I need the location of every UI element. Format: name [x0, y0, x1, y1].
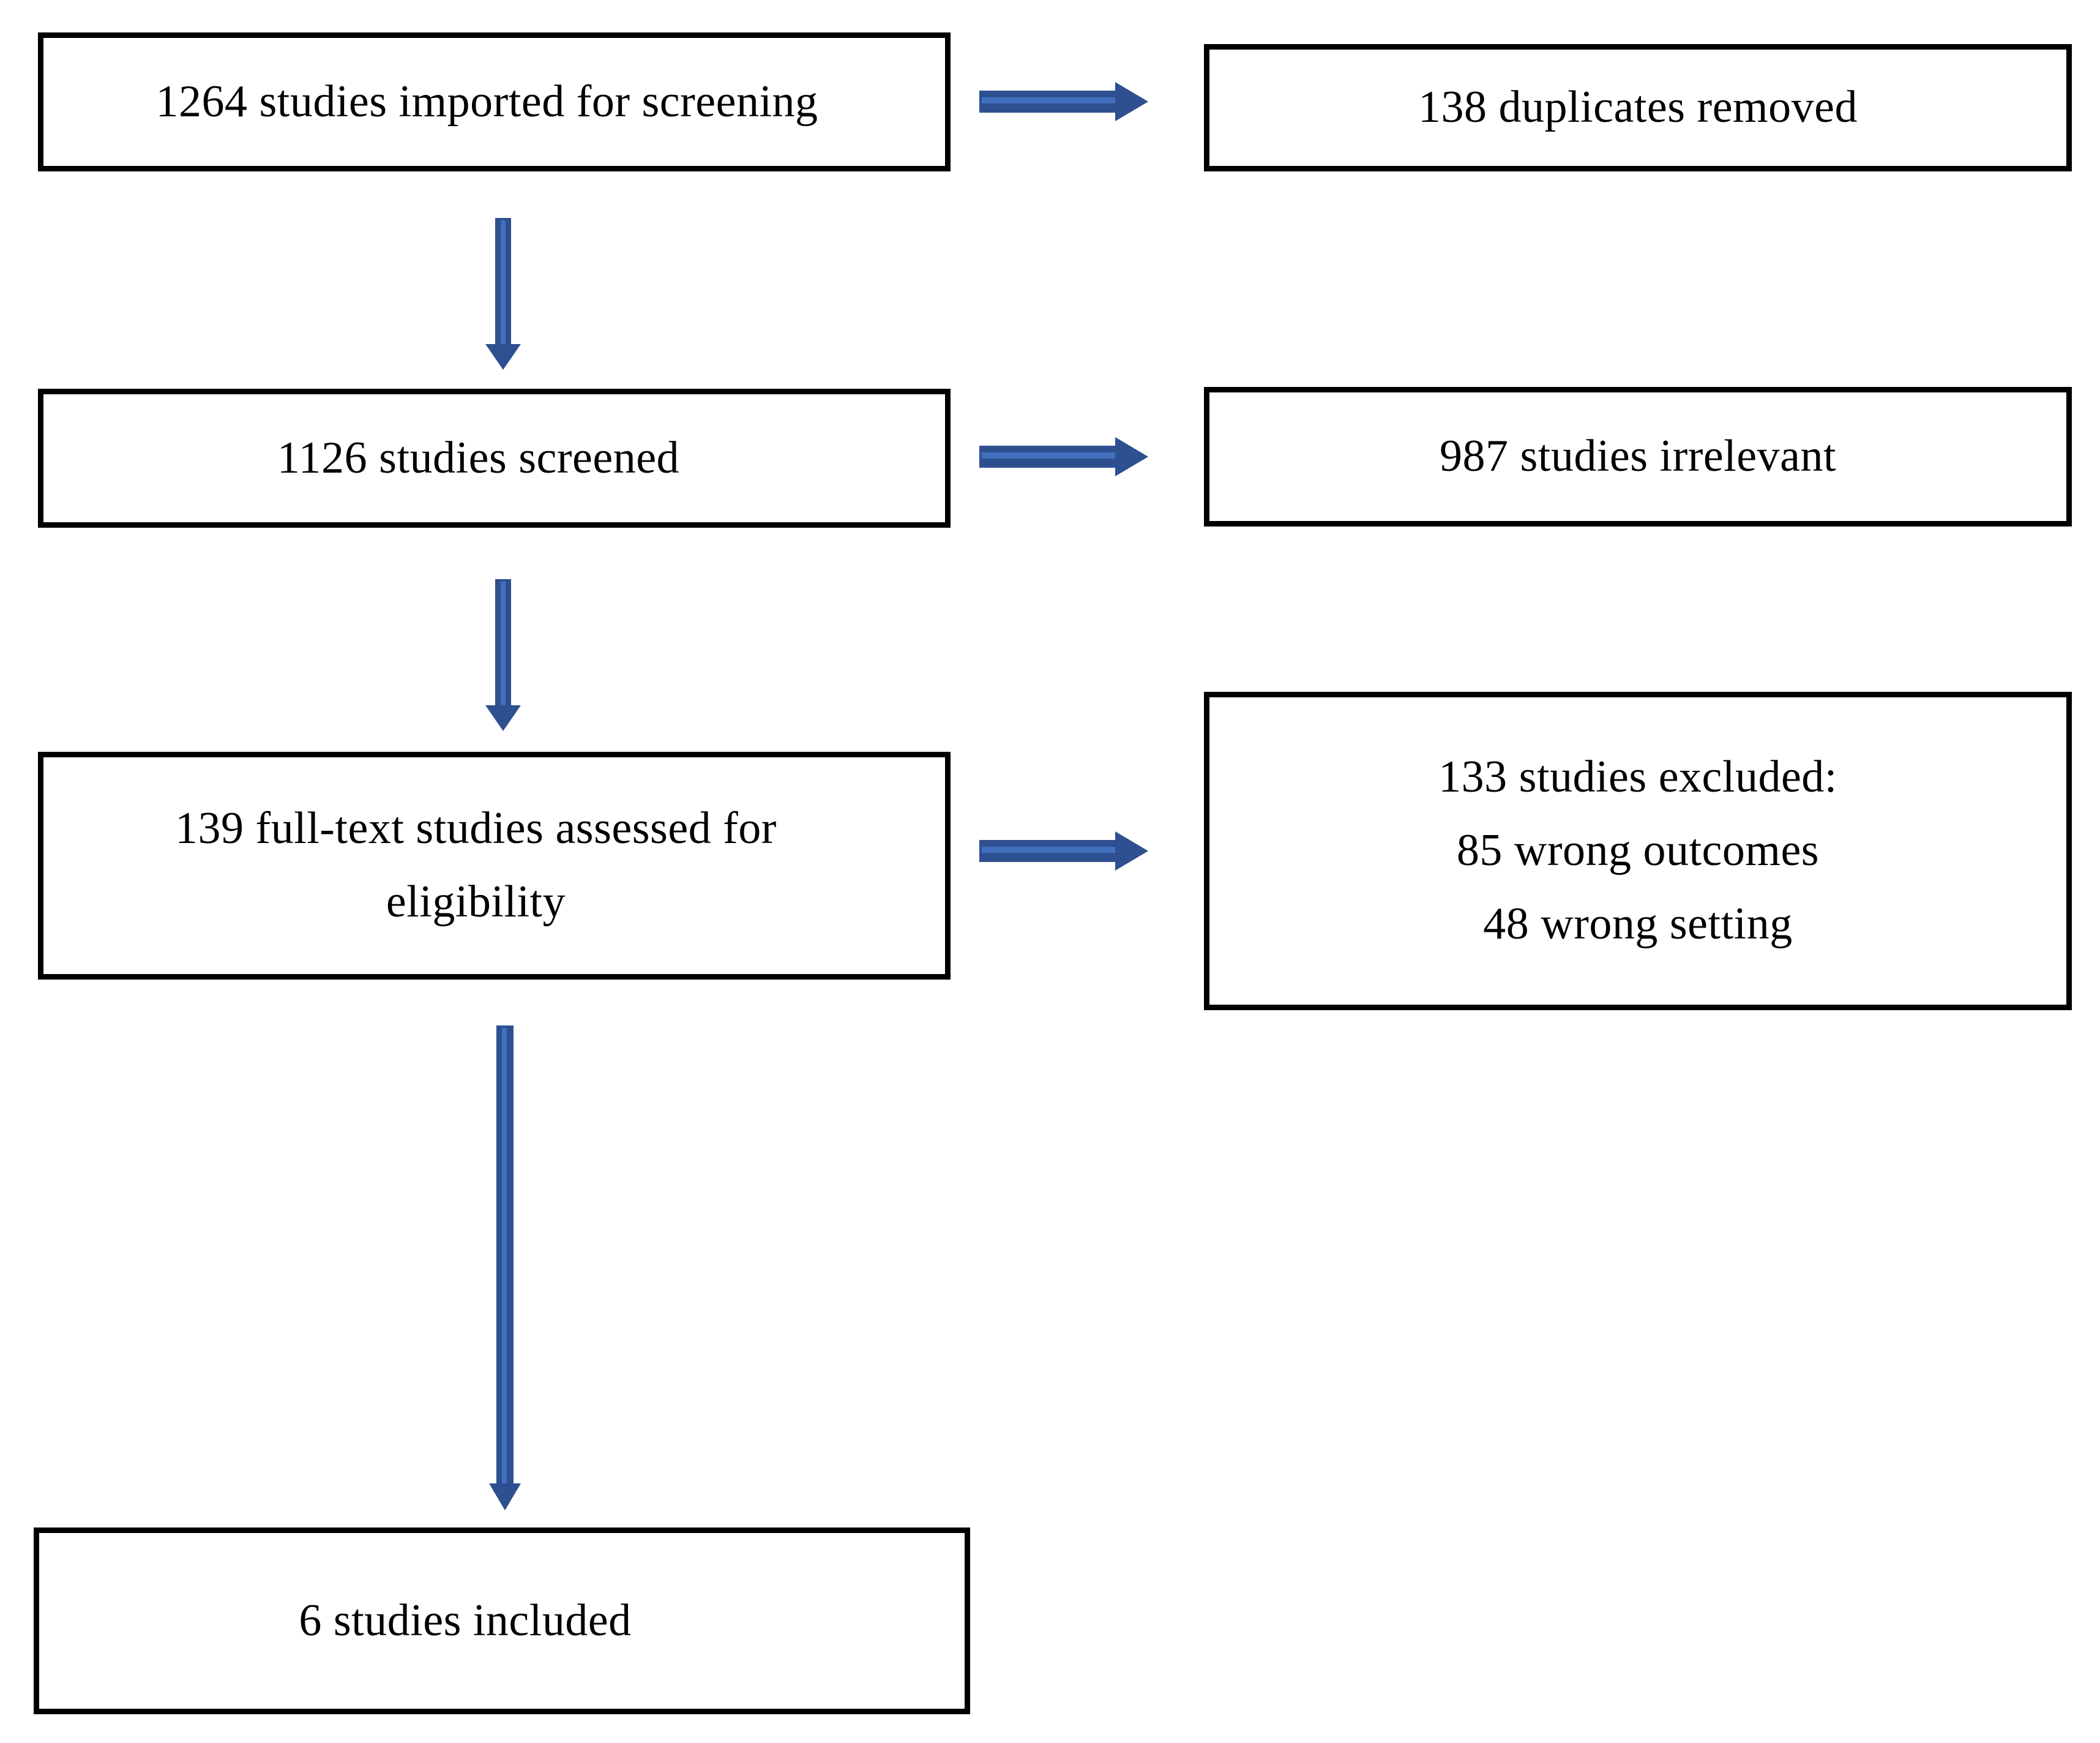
arrow-shaft — [495, 579, 511, 707]
arrow-head — [1115, 82, 1148, 121]
box-fulltext-assessed-line-1: 139 full-text studies assessed for — [175, 803, 777, 854]
arrow-fulltext-to-included-icon — [484, 1025, 526, 1510]
box-studies-excluded-line-1: 133 studies excluded: — [1438, 752, 1837, 803]
arrow-shaft — [979, 840, 1115, 862]
arrow-head — [485, 705, 521, 731]
box-duplicates-removed-text: 138 duplicates removed — [1418, 71, 1858, 144]
box-studies-excluded-line-3: 48 wrong setting — [1483, 898, 1793, 949]
arrow-shaft — [495, 218, 511, 345]
arrow-shaft — [979, 91, 1115, 113]
arrow-fulltext-to-excluded-icon — [979, 831, 1148, 871]
box-studies-included: 6 studies included — [34, 1527, 970, 1714]
arrow-head — [485, 344, 521, 370]
box-studies-screened-text: 1126 studies screened — [277, 422, 679, 495]
arrow-head — [489, 1483, 521, 1510]
arrow-screened-to-irrelevant-icon — [979, 437, 1148, 476]
box-studies-included-text: 6 studies included — [299, 1584, 631, 1658]
box-studies-screened: 1126 studies screened — [38, 389, 951, 528]
box-studies-imported-text: 1264 studies imported for screening — [155, 66, 818, 139]
box-studies-imported-line-1: 1264 studies imported for screening — [155, 76, 818, 127]
box-studies-excluded: 133 studies excluded: 85 wrong outcomes … — [1204, 692, 2072, 1010]
box-studies-screened-line-1: 1126 studies screened — [277, 432, 680, 483]
box-fulltext-assessed-line-2: eligibility — [386, 877, 566, 927]
arrow-shaft — [496, 1025, 514, 1486]
box-studies-excluded-line-2: 85 wrong outcomes — [1456, 825, 1820, 876]
arrow-screened-to-fulltext-icon — [482, 579, 525, 731]
box-studies-irrelevant-line-1: 987 studies irrelevant — [1439, 431, 1837, 482]
arrow-shaft — [979, 446, 1115, 468]
arrow-head — [1115, 437, 1148, 476]
box-studies-included-line-1: 6 studies included — [299, 1595, 632, 1646]
arrow-imported-to-duplicates-icon — [979, 82, 1148, 121]
arrow-imported-to-screened-icon — [482, 218, 525, 370]
box-studies-imported: 1264 studies imported for screening — [38, 32, 951, 171]
box-studies-excluded-text: 133 studies excluded: 85 wrong outcomes … — [1438, 741, 1837, 961]
arrow-head — [1115, 831, 1148, 871]
box-duplicates-removed-line-1: 138 duplicates removed — [1418, 82, 1858, 133]
box-studies-irrelevant: 987 studies irrelevant — [1204, 387, 2072, 527]
box-fulltext-assessed-text: 139 full-text studies assessed for eligi… — [175, 792, 777, 939]
box-duplicates-removed: 138 duplicates removed — [1204, 44, 2072, 171]
box-studies-irrelevant-text: 987 studies irrelevant — [1440, 420, 1836, 493]
box-fulltext-assessed: 139 full-text studies assessed for eligi… — [38, 752, 951, 980]
